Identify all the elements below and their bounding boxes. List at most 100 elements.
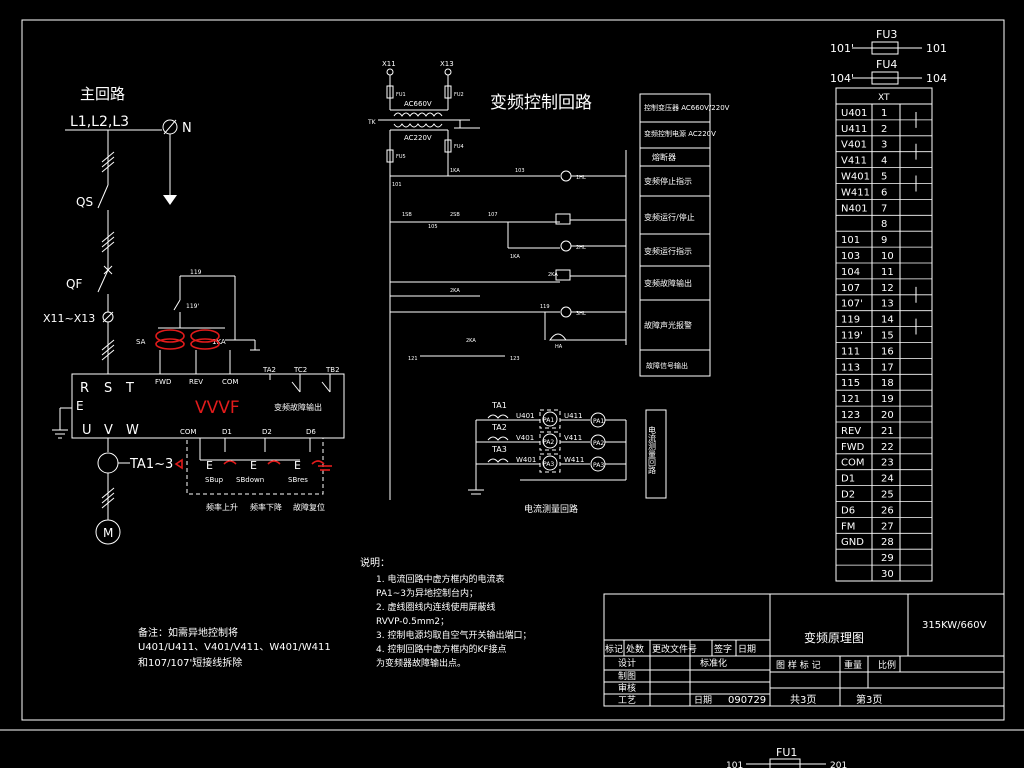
w411-label: W411 [564, 456, 584, 464]
vfd-w: W [126, 423, 139, 438]
th-sign: 签字 [714, 643, 732, 655]
tb-weight: 重量 [844, 659, 862, 671]
xt-wire-label: 104 [841, 267, 860, 278]
bottom-right-num: 201 [830, 761, 847, 768]
pa1-label: PA1 [543, 417, 554, 424]
tb-standard: 标准化 [700, 657, 727, 669]
side-label-8: 故障信号输出 [646, 361, 688, 370]
xt-terminal-number: 2 [881, 124, 887, 135]
pa-remote-2: PA2 [593, 440, 604, 447]
notes-block: 说明： 1. 电流回路中虚方框内的电流表 PA1~3为异地控制台内； 2. 虚线… [138, 556, 531, 669]
note-line-0: 1. 电流回路中虚方框内的电流表 [376, 573, 504, 585]
com-bottom-label: COM [180, 428, 196, 436]
tb-scale: 比例 [878, 659, 896, 671]
vfd-v: V [104, 423, 113, 438]
xt-wire-label: COM [841, 458, 864, 469]
com-top-label: COM [222, 378, 238, 386]
side-label-1: 变频控制电源 AC220V [644, 129, 716, 138]
xt-wire-label: 113 [841, 362, 860, 373]
xt-terminal-number: 7 [881, 203, 887, 214]
side-label-6: 变频故障输出 [644, 278, 692, 288]
remark-line-2: U401/U411、V401/V411、W401/W411 [138, 642, 331, 653]
main-circuit-title: 主回路 [80, 85, 125, 103]
vfd-earth: E [76, 399, 84, 413]
xt-terminal-number: 23 [881, 458, 894, 469]
node-101: 101 [392, 182, 402, 188]
pa2-label: PA2 [543, 439, 554, 446]
sb-run: 2SB [450, 212, 460, 218]
vfd-t: T [125, 381, 134, 396]
d1-label: D1 [222, 428, 232, 436]
tb2-label: TB2 [325, 366, 340, 374]
side-label-5: 变频运行指示 [644, 246, 692, 256]
xt-wire-label: W411 [841, 187, 870, 198]
control-circuit-title: 变频控制回路 [490, 93, 592, 113]
ct-symbol [97, 452, 119, 474]
alarm-horn [549, 333, 567, 341]
title-block: 变频原理图 315KW/660V 标记 处数 更改文件号 签字 日期 设计 标准… [603, 593, 1005, 707]
fuse2-name: FU4 [876, 58, 897, 71]
sb-down-symbol: E [250, 459, 257, 472]
ka2-contact-2: 2KA [466, 338, 476, 344]
remark-line-3: 和107/107'短接线拆除 [138, 656, 242, 669]
xt-wire-label: 107' [841, 299, 863, 310]
x11-label: X11 [382, 60, 396, 68]
tb-date-label: 日期 [694, 695, 712, 706]
drawing-frame [21, 19, 1005, 721]
xt-wire-label: D1 [841, 474, 855, 485]
pa-remote-3: PA3 [593, 462, 604, 469]
xt-terminal-number: 4 [881, 156, 887, 167]
model-text: 315KW/660V [922, 620, 987, 631]
transformer-secondary [390, 123, 448, 131]
motor-symbol [95, 519, 121, 545]
fault-lamp [560, 306, 572, 318]
sa-switch-red [155, 329, 185, 343]
xt-terminal-number: 27 [881, 521, 894, 532]
node-105: 105 [428, 224, 438, 230]
node-119: 119 [190, 269, 202, 276]
xt-wire-label: U411 [841, 124, 867, 135]
tk-label: TK [367, 119, 377, 126]
remark-line-1: 备注：如需异地控制将 [138, 626, 238, 639]
fu4-label: FU4 [454, 144, 464, 150]
fuse1-right: 101 [926, 42, 947, 55]
node-123: 123 [510, 356, 520, 362]
tb-process: 工艺 [618, 695, 636, 706]
fault-reset-label: 故障复位 [293, 502, 325, 512]
phase-label: L1,L2,L3 [70, 114, 129, 130]
ct-row-3: TA3 PA3 W401 W411 PA3 [476, 445, 626, 473]
node-107: 107 [488, 212, 498, 218]
note-line-3: RVVP-0.5mm2； [376, 617, 449, 627]
tb-page: 第3页 [856, 693, 882, 706]
bottom-left-num: 101 [726, 761, 743, 768]
ka2-contact: 2KA [450, 288, 460, 294]
top-right-fuses: 101' FU3 101 104' FU4 104 [830, 28, 947, 85]
side-label-2: 熔断器 [652, 152, 676, 162]
node-103: 103 [515, 168, 525, 174]
tb-date-value: 090729 [728, 695, 766, 706]
xt-terminal-number: 14 [881, 315, 894, 326]
qs-switch [97, 184, 109, 209]
rev-label: REV [189, 378, 203, 386]
th-change: 更改文件号 [652, 643, 697, 655]
ka-contact-2: 1KA [510, 254, 520, 260]
side-label-7: 故障声光报警 [644, 320, 692, 330]
xt-wire-label: FM [841, 521, 855, 532]
u411-label: U411 [564, 412, 582, 420]
sb-up-symbol: E [206, 459, 213, 472]
bottom-fuse: FU1 [776, 746, 797, 759]
xt-wire-label: REV [841, 426, 861, 437]
vfd-u: U [82, 423, 92, 438]
xt-wire-label: FWD [841, 442, 865, 453]
xt-wire-label: 115 [841, 378, 860, 389]
xt-terminal-number: 16 [881, 346, 894, 357]
xt-terminal-number: 6 [881, 187, 887, 198]
ta1-label: TA1 [491, 401, 507, 410]
xt-wire-label: 121 [841, 394, 860, 405]
xt-terminal-number: 15 [881, 331, 894, 342]
note-line-1: PA1~3为异地控制台内； [376, 587, 478, 599]
ta3-label: TA3 [491, 445, 507, 454]
ka2-coil [555, 269, 571, 281]
vfd-control-terminals: 119 119' SA 1KA FWD REV COM TA2 TC2 TB2 … [136, 269, 340, 512]
